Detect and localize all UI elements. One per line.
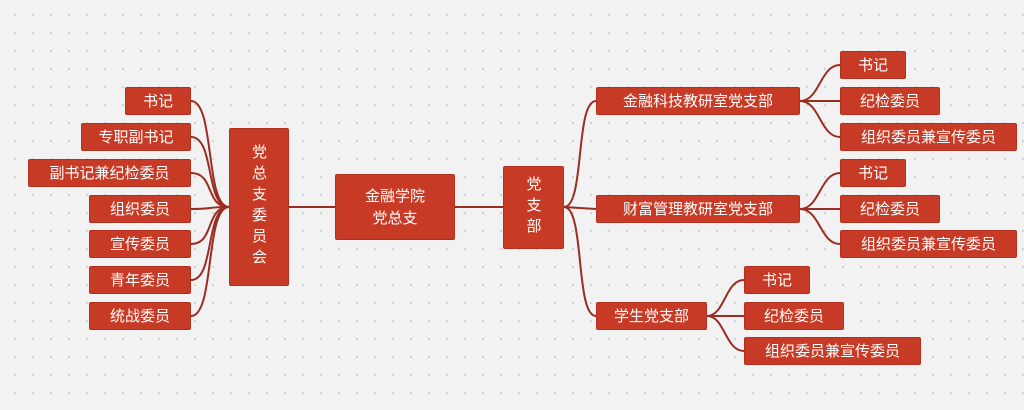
connector-right-branch-3 xyxy=(563,206,597,317)
connector-b1-member-1 xyxy=(799,64,841,102)
connector-b2-member-3 xyxy=(799,208,841,245)
sub-branch-member-node[interactable]: 书记 xyxy=(840,51,906,79)
sub-branch-member-node[interactable]: 组织委员兼宣传委员 xyxy=(744,337,921,365)
left-member-node[interactable]: 宣传委员 xyxy=(89,230,191,258)
connector-right-branch-1 xyxy=(563,100,597,208)
connector-b2-member-1 xyxy=(799,172,841,210)
left-member-label: 组织委员 xyxy=(109,200,170,218)
connector-left-member-3 xyxy=(190,172,230,208)
left-member-label: 专职副书记 xyxy=(98,128,174,146)
left-member-node[interactable]: 专职副书记 xyxy=(81,123,191,151)
connector-b1-member-3 xyxy=(799,100,841,138)
sub-branch-member-label: 书记 xyxy=(857,164,888,182)
left-member-label: 书记 xyxy=(142,92,173,110)
sub-branch-member-label: 组织委员兼宣传委员 xyxy=(860,128,996,146)
sub-branch-member-node[interactable]: 纪检委员 xyxy=(840,87,940,115)
sub-branch-node[interactable]: 学生党支部 xyxy=(596,302,707,330)
sub-branch-member-node[interactable]: 纪检委员 xyxy=(744,302,844,330)
left-committee-node[interactable]: 党总支委员会 xyxy=(229,128,289,286)
connector-b3-member-1 xyxy=(706,279,745,317)
sub-branch-label: 金融科技教研室党支部 xyxy=(622,92,773,110)
sub-branch-member-node[interactable]: 书记 xyxy=(840,159,906,187)
sub-branch-member-label: 书记 xyxy=(761,271,792,289)
sub-branch-member-node[interactable]: 书记 xyxy=(744,266,810,294)
sub-branch-label: 学生党支部 xyxy=(613,307,689,325)
sub-branch-label: 财富管理教研室党支部 xyxy=(622,200,773,218)
sub-branch-member-label: 组织委员兼宣传委员 xyxy=(860,235,996,253)
left-member-node[interactable]: 青年委员 xyxy=(89,266,191,294)
sub-branch-member-label: 书记 xyxy=(857,56,888,74)
right-branch-label: 党支部 xyxy=(524,176,543,239)
left-member-label: 副书记兼纪检委员 xyxy=(49,164,170,182)
sub-branch-member-label: 纪检委员 xyxy=(859,200,920,218)
root-label: 金融学院 党总支 xyxy=(364,187,425,227)
sub-branch-member-label: 组织委员兼宣传委员 xyxy=(764,342,900,360)
sub-branch-member-node[interactable]: 纪检委员 xyxy=(840,195,940,223)
left-member-label: 统战委员 xyxy=(109,307,170,325)
connector-left-member-2 xyxy=(190,136,230,208)
sub-branch-node[interactable]: 财富管理教研室党支部 xyxy=(596,195,800,223)
sub-branch-member-node[interactable]: 组织委员兼宣传委员 xyxy=(840,230,1017,258)
left-member-label: 宣传委员 xyxy=(109,235,170,253)
connector-left-member-7 xyxy=(190,206,230,317)
connector-b3-member-3 xyxy=(706,315,745,352)
left-member-node[interactable]: 统战委员 xyxy=(89,302,191,330)
connector-left-member-1 xyxy=(190,100,230,208)
left-member-label: 青年委员 xyxy=(109,271,170,289)
sub-branch-member-label: 纪检委员 xyxy=(763,307,824,325)
connector-right-branch-2 xyxy=(563,206,597,210)
sub-branch-node[interactable]: 金融科技教研室党支部 xyxy=(596,87,800,115)
left-member-node[interactable]: 书记 xyxy=(125,87,191,115)
sub-branch-member-node[interactable]: 组织委员兼宣传委员 xyxy=(840,123,1017,151)
left-committee-label: 党总支委员会 xyxy=(250,144,268,270)
left-member-node[interactable]: 组织委员 xyxy=(89,195,191,223)
sub-branch-member-label: 纪检委员 xyxy=(859,92,920,110)
right-branch-node[interactable]: 党支部 xyxy=(503,166,564,249)
left-member-node[interactable]: 副书记兼纪检委员 xyxy=(28,159,191,187)
root-node[interactable]: 金融学院 党总支 xyxy=(335,174,455,240)
